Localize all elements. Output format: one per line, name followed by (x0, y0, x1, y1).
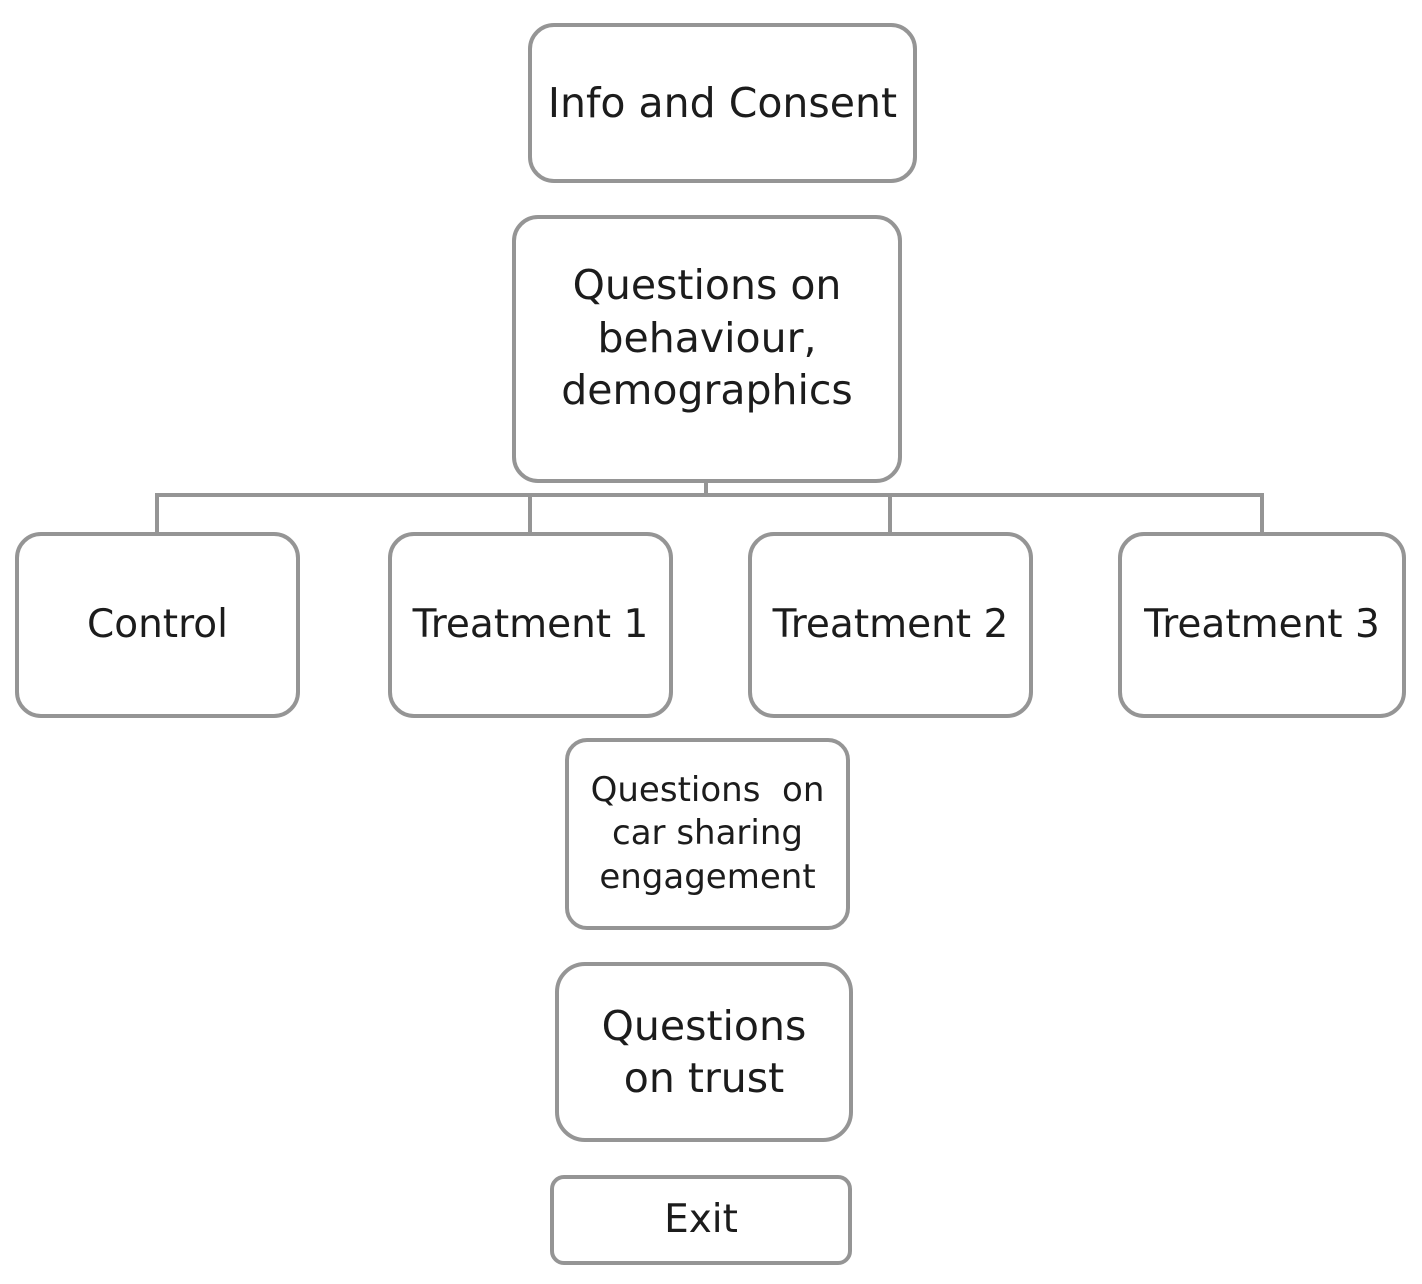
node-treatment-1-label: Treatment 1 (412, 602, 649, 648)
connector-stub-from-behaviour (704, 479, 708, 497)
node-exit-label: Exit (664, 1197, 738, 1243)
node-exit: Exit (550, 1175, 852, 1265)
node-treatment-2: Treatment 2 (748, 532, 1033, 718)
node-info-and-consent-label: Info and Consent (547, 78, 898, 127)
node-info-and-consent: Info and Consent (528, 23, 917, 183)
node-questions-car-sharing-engagement: Questions on car sharing engagement (565, 738, 850, 930)
node-questions-behaviour-demographics: Questions on behaviour, demographics (512, 215, 902, 483)
connector-stub-to-control (155, 493, 159, 536)
node-questions-behaviour-demographics-label: Questions on behaviour, demographics (561, 261, 853, 415)
node-control-label: Control (87, 602, 228, 648)
node-control: Control (15, 532, 300, 718)
node-treatment-3-label: Treatment 3 (1144, 602, 1380, 648)
node-questions-on-trust-label: Questions on trust (601, 1001, 807, 1102)
connector-stub-to-treatment-2 (888, 493, 892, 536)
connector-stub-to-treatment-1 (528, 493, 532, 536)
node-treatment-3: Treatment 3 (1118, 532, 1406, 718)
node-questions-on-trust: Questions on trust (555, 962, 853, 1142)
node-questions-car-sharing-engagement-label: Questions on car sharing engagement (590, 769, 825, 897)
connector-horizontal-branch (155, 493, 1264, 497)
node-treatment-1: Treatment 1 (388, 532, 673, 718)
connector-stub-to-treatment-3 (1260, 493, 1264, 536)
node-treatment-2-label: Treatment 2 (772, 602, 1009, 648)
